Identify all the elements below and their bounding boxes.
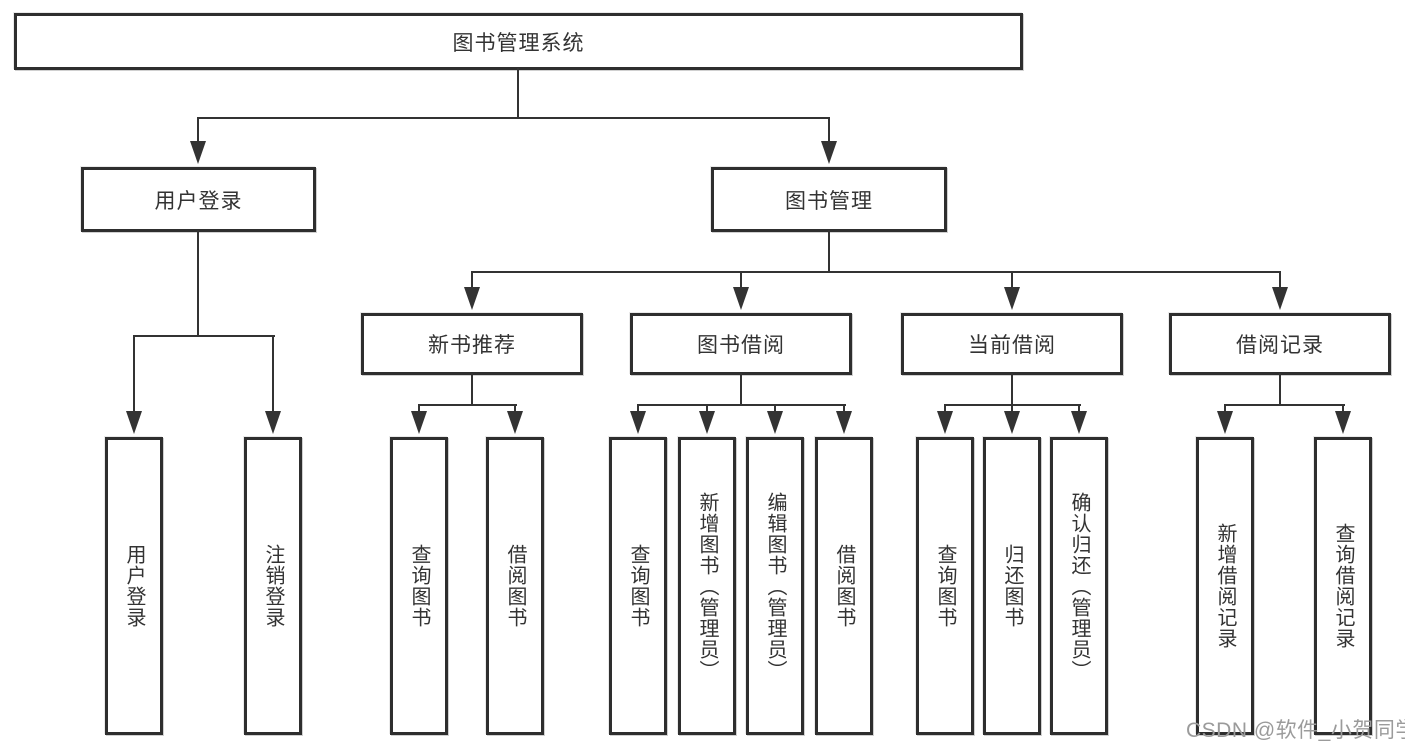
node-book-borrow: 图书借阅: [630, 313, 852, 375]
connector-line: [471, 271, 1281, 273]
leaf-query-books-recommend: 查询图书: [390, 437, 448, 735]
arrow-down-icon: [821, 141, 837, 164]
connector-line: [706, 404, 708, 415]
leaf-return-books-label: 归还图书: [1001, 544, 1023, 628]
connector-line: [1011, 271, 1013, 291]
node-current-borrow: 当前借阅: [901, 313, 1123, 375]
connector-line: [637, 404, 639, 415]
node-new-book-recommend-label: 新书推荐: [428, 334, 516, 357]
leaf-user-login: 用户登录: [105, 437, 163, 735]
csdn-watermark: CSDN @软件_小贺同学: [1186, 719, 1405, 742]
leaf-add-borrow-record: 新增借阅记录: [1196, 437, 1254, 735]
node-book-borrow-label: 图书借阅: [697, 334, 785, 357]
arrow-down-icon: [1071, 411, 1087, 434]
leaf-query-books-current: 查询图书: [916, 437, 974, 735]
connector-line: [740, 271, 742, 291]
leaf-borrow-books-recommend-label: 借阅图书: [504, 544, 526, 628]
leaf-query-borrow-record: 查询借阅记录: [1314, 437, 1372, 735]
arrow-down-icon: [630, 411, 646, 434]
connector-line: [944, 404, 946, 415]
connector-line: [272, 335, 274, 415]
connector-line: [133, 335, 135, 415]
connector-line: [197, 230, 199, 337]
connector-line: [471, 271, 473, 291]
connector-line: [1011, 373, 1013, 406]
leaf-borrow-books-recommend: 借阅图书: [486, 437, 544, 735]
connector-line: [514, 404, 516, 415]
node-book-management-label: 图书管理: [785, 189, 873, 213]
connector-line: [1224, 404, 1226, 415]
connector-line: [197, 117, 199, 145]
node-borrow-records-label: 借阅记录: [1236, 334, 1324, 357]
leaf-logout: 注销登录: [244, 437, 302, 735]
node-borrow-records: 借阅记录: [1169, 313, 1391, 375]
leaf-edit-books-admin-label: 编辑图书（管理员）: [764, 491, 786, 681]
leaf-query-books-borrow-label: 查询图书: [627, 544, 649, 628]
arrow-down-icon: [126, 411, 142, 434]
connector-line: [1279, 271, 1281, 291]
leaf-query-borrow-record-label: 查询借阅记录: [1332, 523, 1354, 649]
leaf-query-books-borrow: 查询图书: [609, 437, 667, 735]
arrow-down-icon: [1335, 411, 1351, 434]
connector-line: [471, 373, 473, 406]
connector-line: [1224, 404, 1345, 406]
connector-line: [774, 404, 776, 415]
leaf-user-login-label: 用户登录: [123, 544, 145, 628]
node-book-management: 图书管理: [711, 167, 947, 232]
arrow-down-icon: [836, 411, 852, 434]
arrow-down-icon: [411, 411, 427, 434]
connector-line: [197, 117, 830, 119]
arrow-down-icon: [699, 411, 715, 434]
leaf-borrow-books-borrow: 借阅图书: [815, 437, 873, 735]
connector-line: [1342, 404, 1344, 415]
connector-line: [843, 404, 845, 415]
arrow-down-icon: [265, 411, 281, 434]
connector-line: [418, 404, 420, 415]
node-user-login: 用户登录: [81, 167, 316, 232]
connector-line: [418, 404, 517, 406]
connector-line: [517, 68, 519, 119]
arrow-down-icon: [733, 287, 749, 310]
leaf-borrow-books-borrow-label: 借阅图书: [833, 544, 855, 628]
node-current-borrow-label: 当前借阅: [968, 334, 1056, 357]
connector-line: [637, 404, 846, 406]
connector-line: [740, 373, 742, 406]
connector-line: [828, 117, 830, 145]
arrow-down-icon: [1217, 411, 1233, 434]
connector-line: [828, 230, 830, 273]
leaf-confirm-return-admin-label: 确认归还（管理员）: [1068, 491, 1090, 681]
arrow-down-icon: [767, 411, 783, 434]
arrow-down-icon: [937, 411, 953, 434]
connector-line: [1279, 373, 1281, 406]
arrow-down-icon: [464, 287, 480, 310]
leaf-query-books-recommend-label: 查询图书: [408, 544, 430, 628]
node-library-system: 图书管理系统: [14, 13, 1023, 70]
leaf-edit-books-admin: 编辑图书（管理员）: [746, 437, 804, 735]
connector-line: [133, 335, 275, 337]
arrow-down-icon: [1004, 411, 1020, 434]
arrow-down-icon: [1004, 287, 1020, 310]
leaf-query-books-current-label: 查询图书: [934, 544, 956, 628]
leaf-add-books-admin-label: 新增图书（管理员）: [696, 491, 718, 681]
connector-line: [1011, 404, 1013, 415]
leaf-add-borrow-record-label: 新增借阅记录: [1214, 523, 1236, 649]
node-new-book-recommend: 新书推荐: [361, 313, 583, 375]
node-user-login-label: 用户登录: [154, 189, 243, 213]
arrow-down-icon: [190, 141, 206, 164]
leaf-logout-label: 注销登录: [262, 544, 284, 628]
leaf-add-books-admin: 新增图书（管理员）: [678, 437, 736, 735]
arrow-down-icon: [507, 411, 523, 434]
arrow-down-icon: [1272, 287, 1288, 310]
connector-line: [1078, 404, 1080, 415]
leaf-confirm-return-admin: 确认归还（管理员）: [1050, 437, 1108, 735]
node-library-system-label: 图书管理系统: [452, 31, 585, 55]
leaf-return-books: 归还图书: [983, 437, 1041, 735]
